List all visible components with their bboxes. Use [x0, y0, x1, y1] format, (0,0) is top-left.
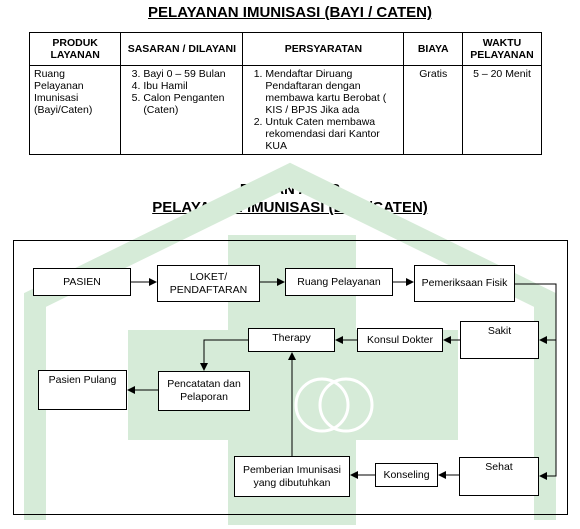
- sasaran-list: Bayi 0 – 59 Bulan Ibu Hamil Calon Pengan…: [125, 68, 238, 116]
- table-row: Ruang Pelayanan Imunisasi (Bayi/Caten) B…: [28, 65, 543, 155]
- page-title: PELAYANAN IMUNISASI (BAYI / CATEN): [148, 4, 432, 21]
- node-pencatatan: Pencatatan dan Pelaporan: [158, 371, 250, 411]
- service-table: PRODUK LAYANAN SASARAN / DILAYANI PERSYA…: [28, 32, 543, 155]
- node-ruang-pelayanan: Ruang Pelayanan: [285, 268, 393, 296]
- cell-persyaratan: Mendaftar Diruang Pendaftaran dengan mem…: [242, 65, 405, 155]
- sasaran-item: Bayi 0 – 59 Bulan: [143, 68, 238, 80]
- node-sehat: Sehat: [459, 457, 539, 496]
- node-pemberian-imunisasi: Pemberian Imunisasi yang dibutuhkan: [234, 456, 350, 497]
- node-loket: LOKET/ PENDAFTARAN: [157, 265, 260, 302]
- table-header-row: PRODUK LAYANAN SASARAN / DILAYANI PERSYA…: [28, 32, 543, 66]
- arrow-periksa-sakit: [515, 283, 557, 344]
- node-pemeriksaan: Pemeriksaan Fisik: [414, 265, 515, 302]
- cell-sasaran: Bayi 0 – 59 Bulan Ibu Hamil Calon Pengan…: [120, 65, 244, 155]
- node-pasien-pulang: Pasien Pulang: [38, 370, 127, 410]
- sasaran-item: Calon Penganten (Caten): [143, 92, 238, 116]
- cell-waktu: 5 – 20 Menit: [461, 65, 543, 155]
- persyaratan-item: Mendaftar Diruang Pendaftaran dengan mem…: [265, 68, 399, 116]
- node-pasien: PASIEN: [33, 268, 131, 296]
- col-header-biaya: BIAYA: [403, 32, 463, 66]
- cell-produk: Ruang Pelayanan Imunisasi (Bayi/Caten): [28, 65, 122, 155]
- flow-frame: [13, 240, 568, 515]
- cell-biaya: Gratis: [403, 65, 463, 155]
- node-konsul-dokter: Konsul Dokter: [357, 328, 443, 352]
- node-konseling: Konseling: [375, 463, 438, 487]
- node-therapy: Therapy: [248, 328, 335, 352]
- sasaran-item: Ibu Hamil: [143, 80, 238, 92]
- col-header-waktu: WAKTU PELAYANAN: [461, 32, 543, 66]
- persyaratan-item: Untuk Caten membawa rekomendasi dari Kan…: [265, 116, 399, 152]
- arrow-periksa-sehat: [539, 340, 557, 480]
- persyaratan-list: Mendaftar Diruang Pendaftaran dengan mem…: [247, 68, 399, 152]
- node-sakit: Sakit: [460, 321, 539, 359]
- arrow-therapy-pencatatan: [200, 339, 248, 371]
- col-header-produk: PRODUK LAYANAN: [28, 32, 122, 66]
